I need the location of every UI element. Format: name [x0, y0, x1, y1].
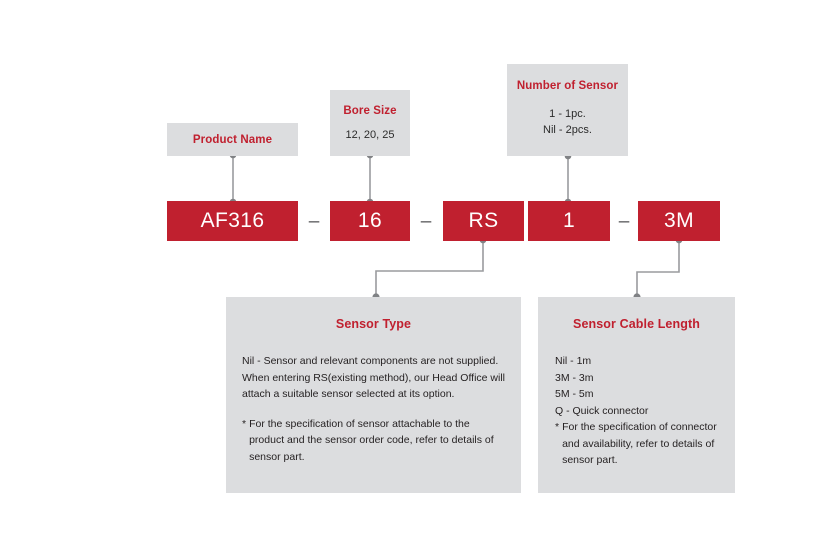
cable-length-option: 3M - 3m: [555, 371, 594, 384]
callout-sensor-type-title: Sensor Type: [335, 317, 412, 331]
separator-dash-1: –: [308, 210, 320, 232]
callout-sensor-cable-length-note: * For the specification of connector and…: [555, 419, 718, 469]
callout-sensor-type-body: Nil - Sensor and relevant components are…: [242, 353, 505, 465]
callout-sensor-type-note-star: *: [242, 417, 247, 430]
code-chip-cable-length-label: 3M: [664, 209, 694, 232]
code-chip-cable-length[interactable]: 3M: [638, 201, 720, 241]
callout-number-of-sensor-option-1: 1 - 1pc.: [549, 107, 586, 120]
cable-length-option: Nil - 1m: [555, 355, 592, 367]
callout-sensor-type-paragraph: Nil - Sensor and relevant components are…: [242, 355, 506, 400]
callout-product-name-title: Product Name: [192, 133, 273, 146]
cable-length-option-list: Nil - 1m 3M - 3m 5M - 5m Q - Quick conne…: [555, 353, 718, 419]
callout-number-of-sensor-title: Number of Sensor: [516, 79, 619, 92]
code-chip-bore-size[interactable]: 16: [330, 201, 410, 241]
code-chip-sensor-count[interactable]: 1: [528, 201, 610, 241]
code-chip-product-name-label: AF316: [200, 209, 265, 232]
code-chip-product-name[interactable]: AF316: [167, 201, 298, 241]
callout-sensor-type: Sensor Type Nil - Sensor and relevant co…: [226, 297, 521, 493]
callout-sensor-cable-length-note-star: *: [555, 421, 560, 433]
leader-sensor-type: [375, 241, 484, 297]
leader-sensor-cable-length: [636, 241, 680, 297]
callout-bore-size-title: Bore Size: [343, 104, 397, 117]
callout-sensor-type-note-text: For the specification of sensor attachab…: [249, 417, 494, 463]
callout-bore-size-values: 12, 20, 25: [345, 128, 395, 141]
cable-length-option: 5M - 5m: [555, 388, 594, 400]
callout-sensor-cable-length: Sensor Cable Length Nil - 1m 3M - 3m 5M …: [538, 297, 735, 493]
callout-product-name: Product Name: [167, 123, 298, 156]
code-chip-sensor-type[interactable]: RS: [443, 201, 524, 241]
code-chip-sensor-count-label: 1: [562, 209, 576, 232]
cable-length-option: Q - Quick connector: [555, 404, 649, 417]
code-chip-bore-size-label: 16: [357, 209, 383, 232]
separator-dash-2: –: [420, 210, 432, 232]
callout-number-of-sensor-option-2: Nil - 2pcs.: [543, 123, 592, 136]
callout-sensor-cable-length-body: Nil - 1m 3M - 3m 5M - 5m Q - Quick conne…: [555, 353, 718, 469]
callout-sensor-cable-length-title: Sensor Cable Length: [573, 317, 700, 331]
code-chip-sensor-type-label: RS: [468, 209, 499, 232]
separator-dash-3: –: [618, 210, 630, 232]
callout-sensor-cable-length-note-text: For the specification of connector and a…: [562, 421, 717, 466]
callout-number-of-sensor: Number of Sensor 1 - 1pc. Nil - 2pcs.: [507, 64, 628, 156]
callout-bore-size: Bore Size 12, 20, 25: [330, 90, 410, 156]
callout-sensor-type-note: * For the specification of sensor attach…: [242, 416, 505, 466]
